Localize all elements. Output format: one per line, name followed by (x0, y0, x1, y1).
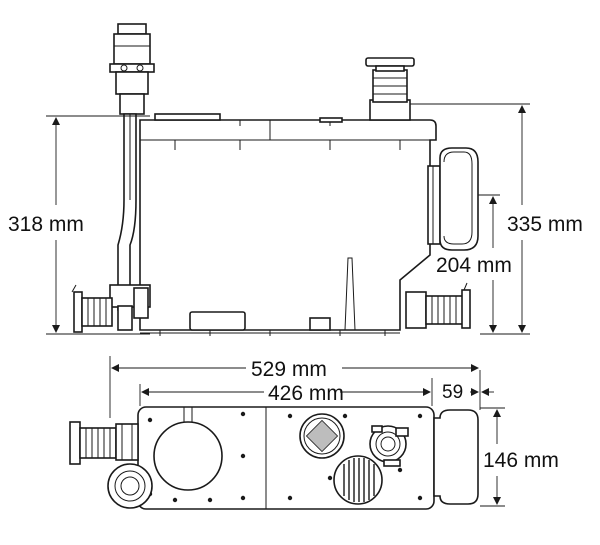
discharge-pipe (109, 23, 155, 331)
tank-body (139, 119, 437, 331)
side-dimensions (46, 103, 530, 335)
label-height-left: 318 mm (8, 213, 84, 236)
top-view-left-pipes (69, 421, 153, 509)
label-total-width: 529 mm (251, 358, 327, 381)
top-view-outlet (369, 425, 409, 467)
right-side-outlet (405, 282, 471, 329)
label-outlet-depth: 59 (442, 382, 463, 403)
label-body-width: 426 mm (268, 382, 344, 405)
vent-grille (333, 455, 383, 505)
left-side-inlet (71, 284, 113, 333)
base-feet (140, 311, 400, 336)
motor-housing (427, 147, 479, 251)
label-outlet-height: 204 mm (436, 254, 512, 277)
top-view (69, 406, 479, 510)
top-dimensions (109, 356, 505, 507)
side-view (71, 23, 479, 336)
top-inlet-fitting (365, 57, 415, 121)
label-depth: 146 mm (483, 449, 559, 472)
top-ribs (154, 113, 401, 150)
label-height-right: 335 mm (507, 213, 583, 236)
